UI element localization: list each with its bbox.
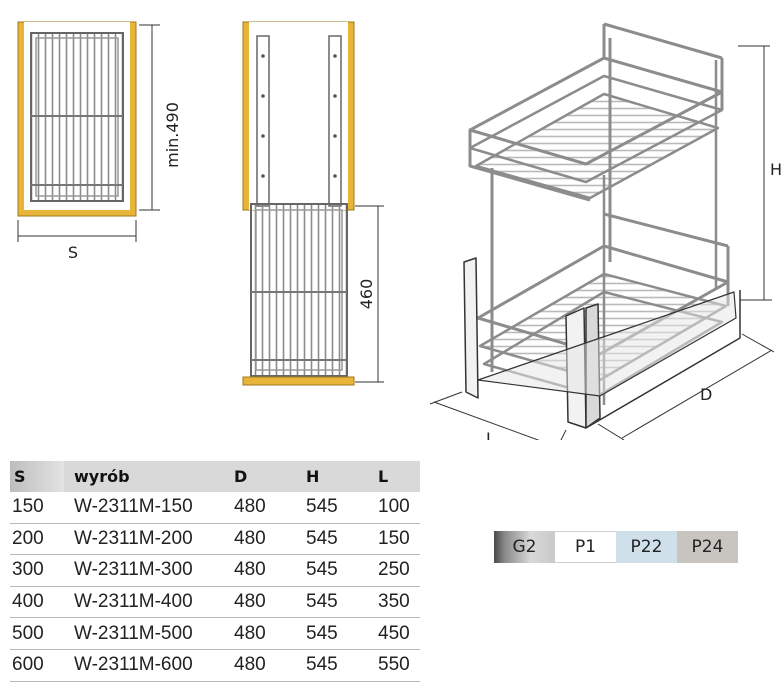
cell-product: W-2311M-300	[64, 554, 224, 587]
header-product: wyrób	[64, 461, 224, 492]
cell-product: W-2311M-150	[64, 492, 224, 524]
cell-l: 550	[368, 649, 420, 682]
cell-s: 400	[10, 586, 64, 619]
cell-s: 200	[10, 523, 64, 556]
cell-product: W-2311M-200	[64, 523, 224, 556]
table-row: 300 W-2311M-300 480 545 250	[10, 554, 420, 587]
extended-view-drawing: 460	[242, 21, 384, 386]
cell-l: 100	[368, 492, 420, 524]
table-row: 500 W-2311M-500 480 545 450	[10, 617, 420, 650]
length-l-label: L	[486, 429, 495, 440]
finish-swatches: G2 P1 P22 P24	[494, 531, 738, 563]
cell-h: 545	[296, 617, 368, 650]
table-row: 150 W-2311M-150 480 545 100	[10, 492, 420, 524]
width-s-label: S	[68, 243, 78, 262]
cell-d: 480	[224, 617, 296, 650]
header-d: D	[224, 461, 296, 492]
cell-product: W-2311M-600	[64, 649, 224, 682]
header-h: H	[296, 461, 368, 492]
cell-l: 250	[368, 554, 420, 587]
cell-d: 480	[224, 554, 296, 587]
header-l: L	[368, 461, 420, 492]
height-h-label: H	[770, 160, 782, 179]
cell-h: 545	[296, 649, 368, 682]
cell-h: 545	[296, 586, 368, 619]
cell-product: W-2311M-400	[64, 586, 224, 619]
cell-product: W-2311M-500	[64, 617, 224, 650]
cell-l: 350	[368, 586, 420, 619]
min-depth-label: min.490	[163, 102, 182, 168]
cell-d: 480	[224, 523, 296, 556]
cell-h: 545	[296, 492, 368, 524]
cell-d: 480	[224, 649, 296, 682]
cell-d: 480	[224, 492, 296, 524]
cell-l: 150	[368, 523, 420, 556]
isometric-basket-drawing: H D L	[429, 22, 782, 440]
table-row: 400 W-2311M-400 480 545 350	[10, 586, 420, 619]
cell-l: 450	[368, 617, 420, 650]
cell-h: 545	[296, 523, 368, 556]
finish-p24-swatch: P24	[677, 531, 738, 563]
cell-s: 600	[10, 649, 64, 682]
finish-p22-swatch: P22	[616, 531, 677, 563]
finish-g2-swatch: G2	[494, 531, 555, 563]
cell-h: 545	[296, 554, 368, 587]
table-row: 200 W-2311M-200 480 545 150	[10, 523, 420, 556]
cell-s: 500	[10, 617, 64, 650]
cell-s: 150	[10, 492, 64, 524]
spec-table: S wyrób D H L 150 W-2311M-150 480 545 10…	[10, 461, 420, 682]
depth-d-label: D	[700, 385, 712, 404]
table-row: 600 W-2311M-600 480 545 550	[10, 649, 420, 682]
header-s: S	[10, 461, 64, 492]
table-header-row: S wyrób D H L	[10, 461, 420, 492]
technical-drawings: min.490 S 460	[17, 21, 782, 440]
top-view-drawing: min.490 S	[17, 21, 182, 262]
extension-label: 460	[357, 279, 376, 310]
cell-s: 300	[10, 554, 64, 587]
finish-p1-swatch: P1	[555, 531, 616, 563]
cell-d: 480	[224, 586, 296, 619]
